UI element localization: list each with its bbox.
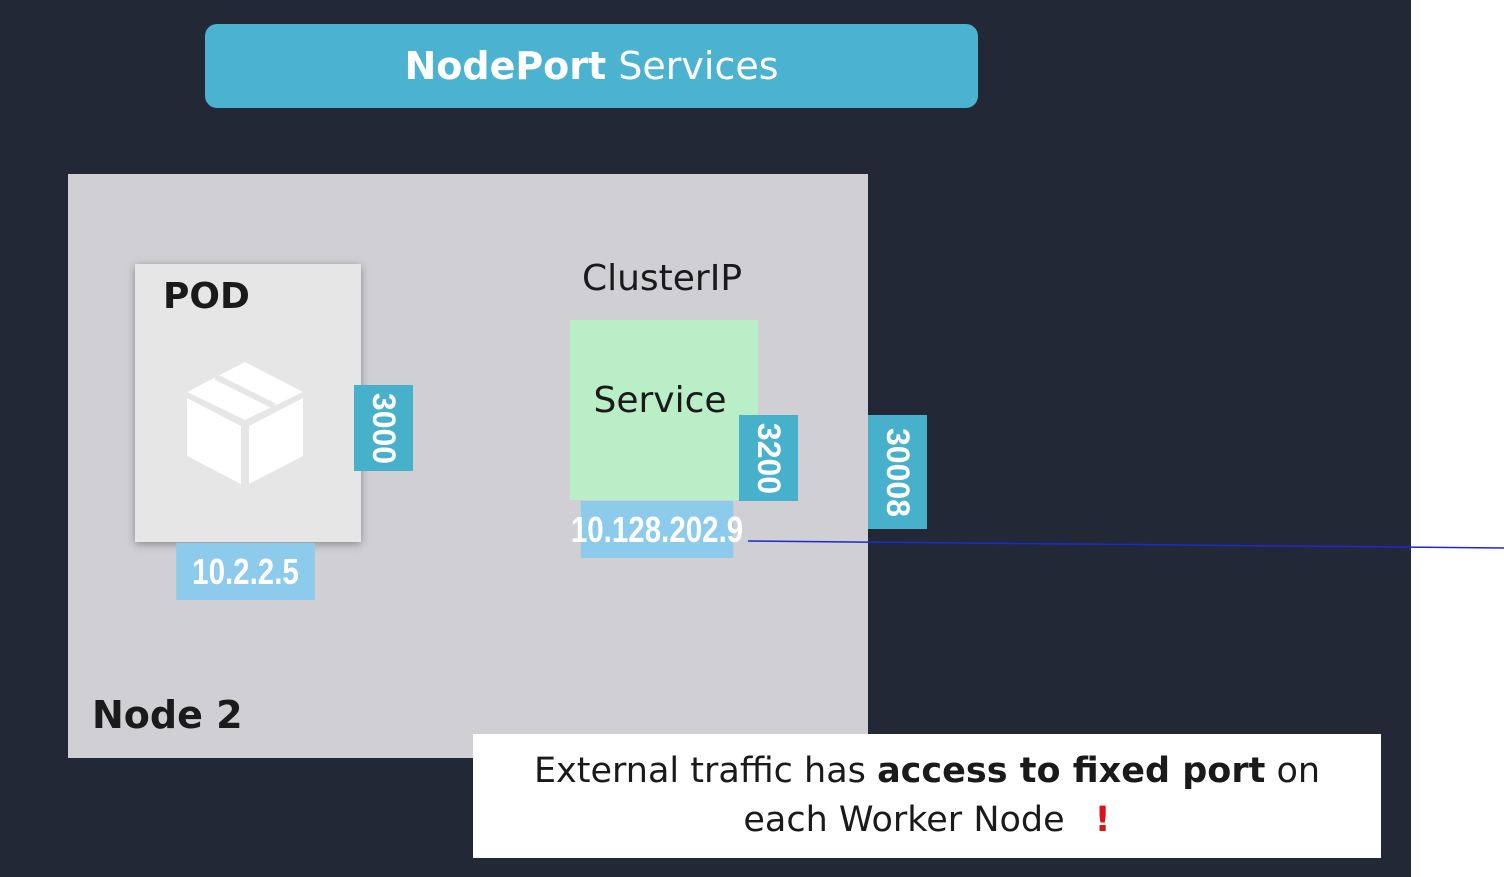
service-port-tag: 3200: [739, 415, 798, 501]
title-bold: NodePort: [404, 44, 607, 88]
service-box: Service: [570, 320, 758, 500]
alert-icon: !: [1094, 800, 1111, 840]
pod-port-tag: 3000: [354, 385, 413, 471]
callout-box: External traffic has access to fixed por…: [473, 734, 1381, 858]
title-rest: Services: [618, 44, 779, 88]
callout-line-2: each Worker Node!: [743, 796, 1110, 845]
service-label: Service: [593, 380, 727, 421]
callout-text-line2: each Worker Node: [743, 800, 1065, 840]
pod-port-label: 3000: [366, 392, 402, 464]
node-port-label: 30008: [880, 427, 917, 517]
service-port-label: 3200: [751, 422, 787, 494]
node-port-tag: 30008: [868, 415, 927, 529]
clusterip-label: ClusterIP: [581, 258, 743, 299]
box-icon: [187, 362, 303, 484]
pod-ip-tag: 10.2.2.5: [176, 543, 315, 600]
service-ip-tag: 10.128.202.9: [571, 501, 743, 558]
pod-box: POD: [135, 264, 361, 542]
callout-text-emphasis: access to fixed port: [877, 751, 1266, 791]
callout-line-1: External traffic has access to fixed por…: [534, 747, 1320, 796]
callout-text-post: on: [1276, 751, 1321, 791]
node-label: Node 2: [92, 693, 243, 737]
pod-label: POD: [163, 276, 250, 317]
title-banner: NodePort Services: [205, 24, 978, 108]
callout-text-pre: External traffic has: [533, 751, 866, 791]
